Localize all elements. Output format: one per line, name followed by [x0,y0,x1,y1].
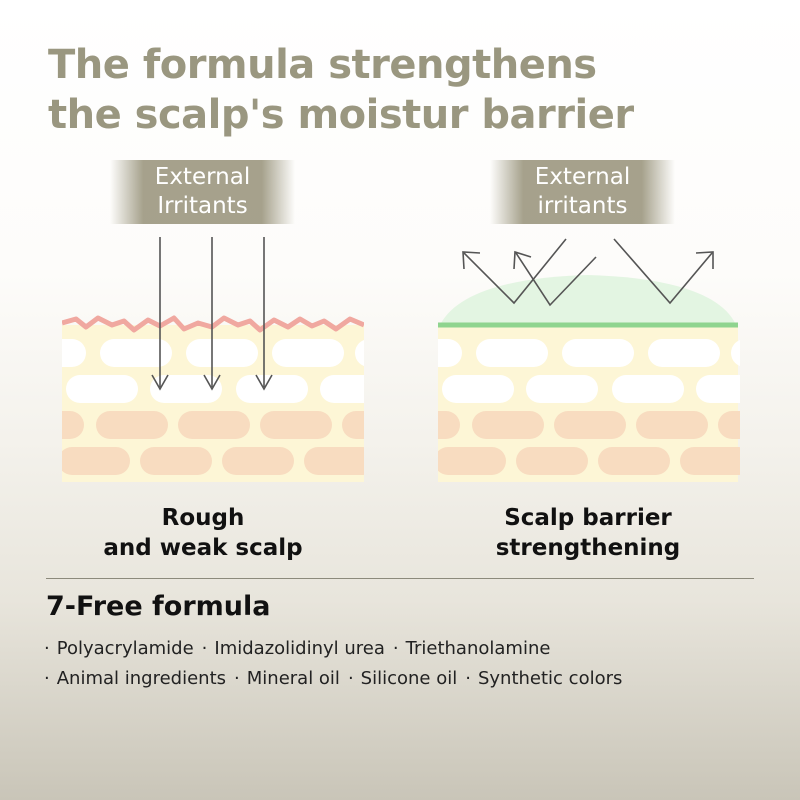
ingredient-item: Silicone oil [348,664,458,694]
ingredients-line-1: Polyacrylamide Imidazolidinyl urea Triet… [44,634,630,664]
external-irritants-label-right: External irritants [490,160,675,224]
arrow-down-icon [203,237,221,391]
ingredient-item: Synthetic colors [465,664,622,694]
caption-line-2: and weak scalp [103,535,303,561]
ingredient-item: Polyacrylamide [44,634,194,664]
deflect-arrow-icon [613,238,714,305]
free-formula-title: 7-Free formula [46,591,271,622]
irritant-label-line-2: Irritants [157,193,248,219]
headline-line-2: the scalp's moistur barrier [48,92,634,138]
ingredients-line-2: Animal ingredients Mineral oil Silicone … [44,664,630,694]
caption-line-2: strengthening [495,535,681,561]
skin-block [62,325,364,482]
irritant-label-line-1: External [534,164,631,190]
headline: The formula strengthens the scalp's mois… [48,40,634,140]
headline-line-1: The formula strengthens [48,42,597,88]
caption-line-1: Scalp barrier [504,505,672,531]
ingredient-item: Mineral oil [234,664,340,694]
ingredient-item: Triethanolamine [393,634,551,664]
ingredient-item: Animal ingredients [44,664,226,694]
strengthened-barrier-diagram [438,238,740,482]
irritant-label-line-2: irritants [537,193,628,219]
deflect-arrow-icon [462,238,567,305]
external-irritants-label-left: External Irritants [110,160,295,224]
barrier-strengthening-caption: Scalp barrier strengthening [428,503,748,563]
section-divider [46,578,754,579]
arrow-down-icon [151,237,169,391]
rough-scalp-diagram [62,237,364,482]
ingredient-item: Imidazolidinyl urea [202,634,385,664]
irritant-label-line-1: External [154,164,251,190]
caption-line-1: Rough [161,505,245,531]
excluded-ingredients-list: Polyacrylamide Imidazolidinyl urea Triet… [44,634,630,694]
skin-block [438,327,740,482]
deflect-arrow-icon [513,250,597,307]
arrow-down-icon [255,237,273,391]
rough-scalp-caption: Rough and weak scalp [43,503,363,563]
barrier-dome [440,275,736,325]
